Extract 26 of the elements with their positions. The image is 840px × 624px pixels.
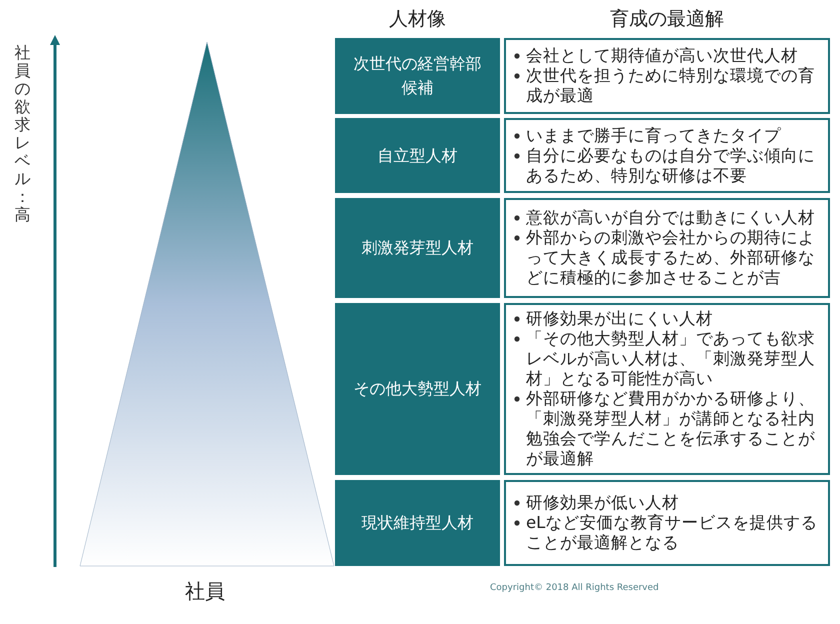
category-box: 次世代の経営幹部候補 [335,38,500,114]
axis-label: 社員の欲求レベル：高 [14,44,31,224]
bullet-text: 「その他大勢型人材」であっても欲求レベルが高い人材は、「刺激発芽型人材」となる可能性が高い [526,329,816,389]
category-box: 刺激発芽型人材 [335,198,500,298]
bullet-text: 研修効果が出にくい人材 [526,309,713,329]
description-box [504,38,830,114]
category-box: 自立型人材 [335,118,500,193]
base-label: 社員 [184,578,226,605]
bullet-text: いままで勝手に育ってきたタイプ [526,126,781,146]
bullet-text: 外部からの刺激や会社からの期待によって大きく成長するため、外部研修などに積極的に参加させることが吉 [526,228,816,288]
bullet-text: 会社として期待値が高い次世代人材 [526,46,798,66]
description-box [504,480,830,566]
category-box: 現状維持型人材 [335,480,500,566]
column-header: 育成の最適解 [609,7,725,32]
copyright-text: Copyright© 2018 All Rights Reserved [490,583,660,593]
bullet-text: eLなど安価な教育サービスを提供することが最適解となる [526,513,818,553]
category-box: その他大勢型人材 [335,303,500,475]
column-header: 人材像 [388,7,447,32]
bullet-text: 自分に必要なものは自分で学ぶ傾向にあるため、特別な研修は不要 [526,146,816,186]
bullet-text: 外部研修など費用がかかる研修より、「刺激発芽型人材」が講師となる社内勉強会で学んだことを伝承することがが最適解 [526,389,816,469]
bullet-text: 次世代を担うために特別な環境での育成が最適 [526,66,816,106]
bullet-text: 意欲が高いが自分では動きにくい人材 [526,208,815,228]
bullet-text: 研修効果が低い人材 [526,493,679,513]
description-box [504,118,830,193]
description-box [504,303,830,475]
description-box [504,198,830,298]
